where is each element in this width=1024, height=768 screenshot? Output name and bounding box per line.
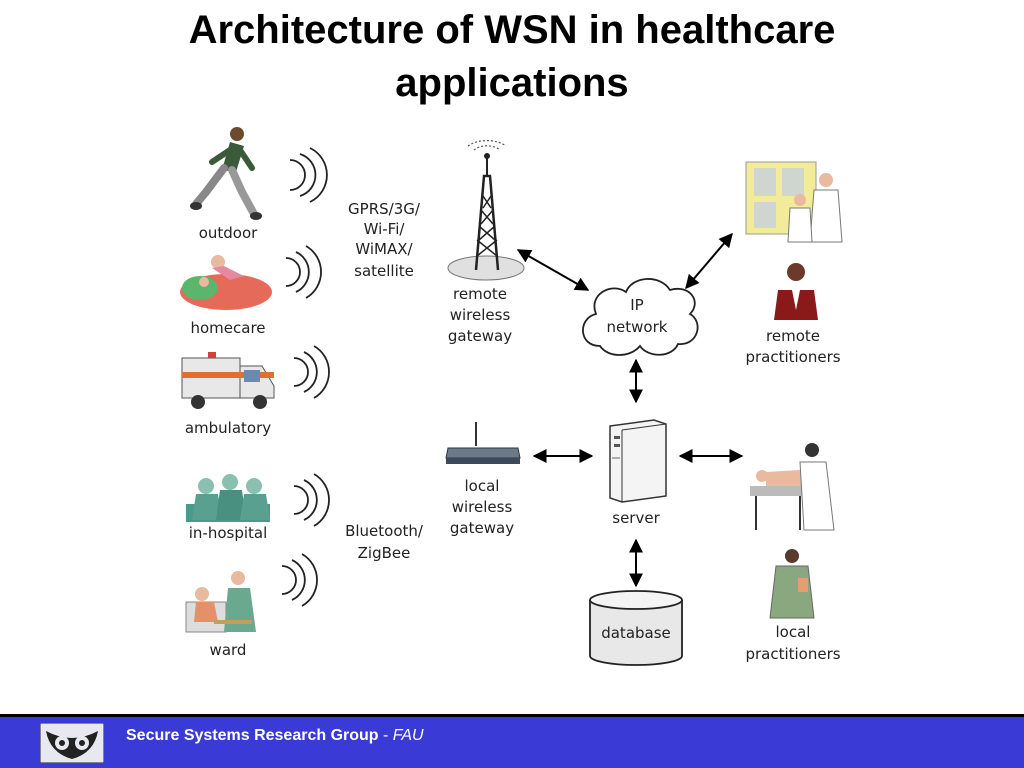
arrow-gateway-ip: [516, 249, 590, 291]
title-line-2: applications: [395, 61, 629, 105]
source-outdoor-label: outdoor: [199, 224, 258, 242]
svg-text:practitioners: practitioners: [745, 348, 840, 366]
svg-text:gateway: gateway: [450, 519, 514, 537]
upper-link-label: GPRS/3G/ Wi-Fi/ WiMAX/ satellite: [348, 200, 421, 280]
svg-text:remote: remote: [766, 327, 820, 345]
remote-practitioners-label: remote practitioners: [745, 327, 840, 366]
database-icon: [589, 590, 683, 666]
signal-icon-in-hospital: [293, 473, 330, 527]
server-icon: [609, 419, 667, 503]
svg-text:wireless: wireless: [452, 498, 513, 516]
tower-icon: [447, 140, 525, 281]
svg-text:ZigBee: ZigBee: [358, 544, 411, 562]
database-label: database: [601, 624, 671, 642]
svg-text:remote: remote: [453, 285, 507, 303]
source-ward-label: ward: [210, 641, 247, 659]
signal-icon-ambulatory: [293, 345, 330, 399]
svg-text:satellite: satellite: [354, 262, 414, 280]
footer-separator: -: [378, 727, 393, 744]
local-practitioners-label: local practitioners: [745, 623, 840, 663]
homecare-bed-icon: [180, 255, 272, 310]
doctor-patient-icon: [750, 443, 835, 531]
svg-text:local: local: [465, 477, 500, 495]
svg-text:wireless: wireless: [450, 306, 511, 324]
ambulance-icon: [181, 352, 275, 409]
owl-logo-icon: [40, 723, 104, 763]
svg-text:GPRS/3G/: GPRS/3G/: [348, 200, 421, 218]
footer-group-name: Secure Systems Research Group: [126, 727, 379, 744]
router-icon: [445, 422, 521, 464]
remote-practitioner-icon: [774, 263, 818, 320]
doctor-xray-icon: [745, 161, 843, 243]
source-in-hospital-label: in-hospital: [189, 524, 268, 542]
cloud-icon: [582, 278, 699, 356]
source-homecare-label: homecare: [190, 319, 265, 337]
server-label: server: [612, 509, 660, 527]
footer-text: Secure Systems Research Group - FAU: [126, 727, 424, 745]
signal-icon-ward: [281, 553, 318, 607]
ip-network-label: IP network: [607, 296, 668, 336]
local-gateway-label: local wireless gateway: [450, 477, 514, 537]
svg-text:WiMAX/: WiMAX/: [355, 240, 413, 258]
wireless-signal-icons: [281, 147, 330, 607]
local-practitioner-icon: [769, 549, 815, 619]
remote-gateway-label: remote wireless gateway: [448, 285, 512, 345]
source-ambulatory-label: ambulatory: [185, 419, 271, 437]
arrow-ip-remote: [685, 232, 733, 290]
ward-patient-icon: [185, 571, 256, 633]
signal-icon-homecare: [285, 245, 322, 299]
svg-text:local: local: [776, 623, 811, 641]
svg-text:network: network: [607, 318, 668, 336]
wsn-diagram: outdoor homecare ambulatory in-hospital …: [180, 127, 843, 666]
signal-icon-outdoor: [289, 147, 328, 203]
runner-icon: [190, 127, 262, 220]
page-title: Architecture of WSN in healthcare applic…: [0, 4, 1024, 110]
svg-text:Wi-Fi/: Wi-Fi/: [364, 220, 406, 238]
svg-text:IP: IP: [630, 296, 643, 314]
svg-text:Bluetooth/: Bluetooth/: [345, 522, 424, 540]
surgeons-icon: [186, 474, 270, 522]
lower-link-label: Bluetooth/ ZigBee: [345, 522, 424, 562]
title-line-1: Architecture of WSN in healthcare: [188, 8, 836, 52]
footer-bar: Secure Systems Research Group - FAU: [0, 714, 1024, 768]
svg-text:practitioners: practitioners: [745, 645, 840, 663]
svg-text:gateway: gateway: [448, 327, 512, 345]
footer-org: FAU: [392, 727, 424, 744]
